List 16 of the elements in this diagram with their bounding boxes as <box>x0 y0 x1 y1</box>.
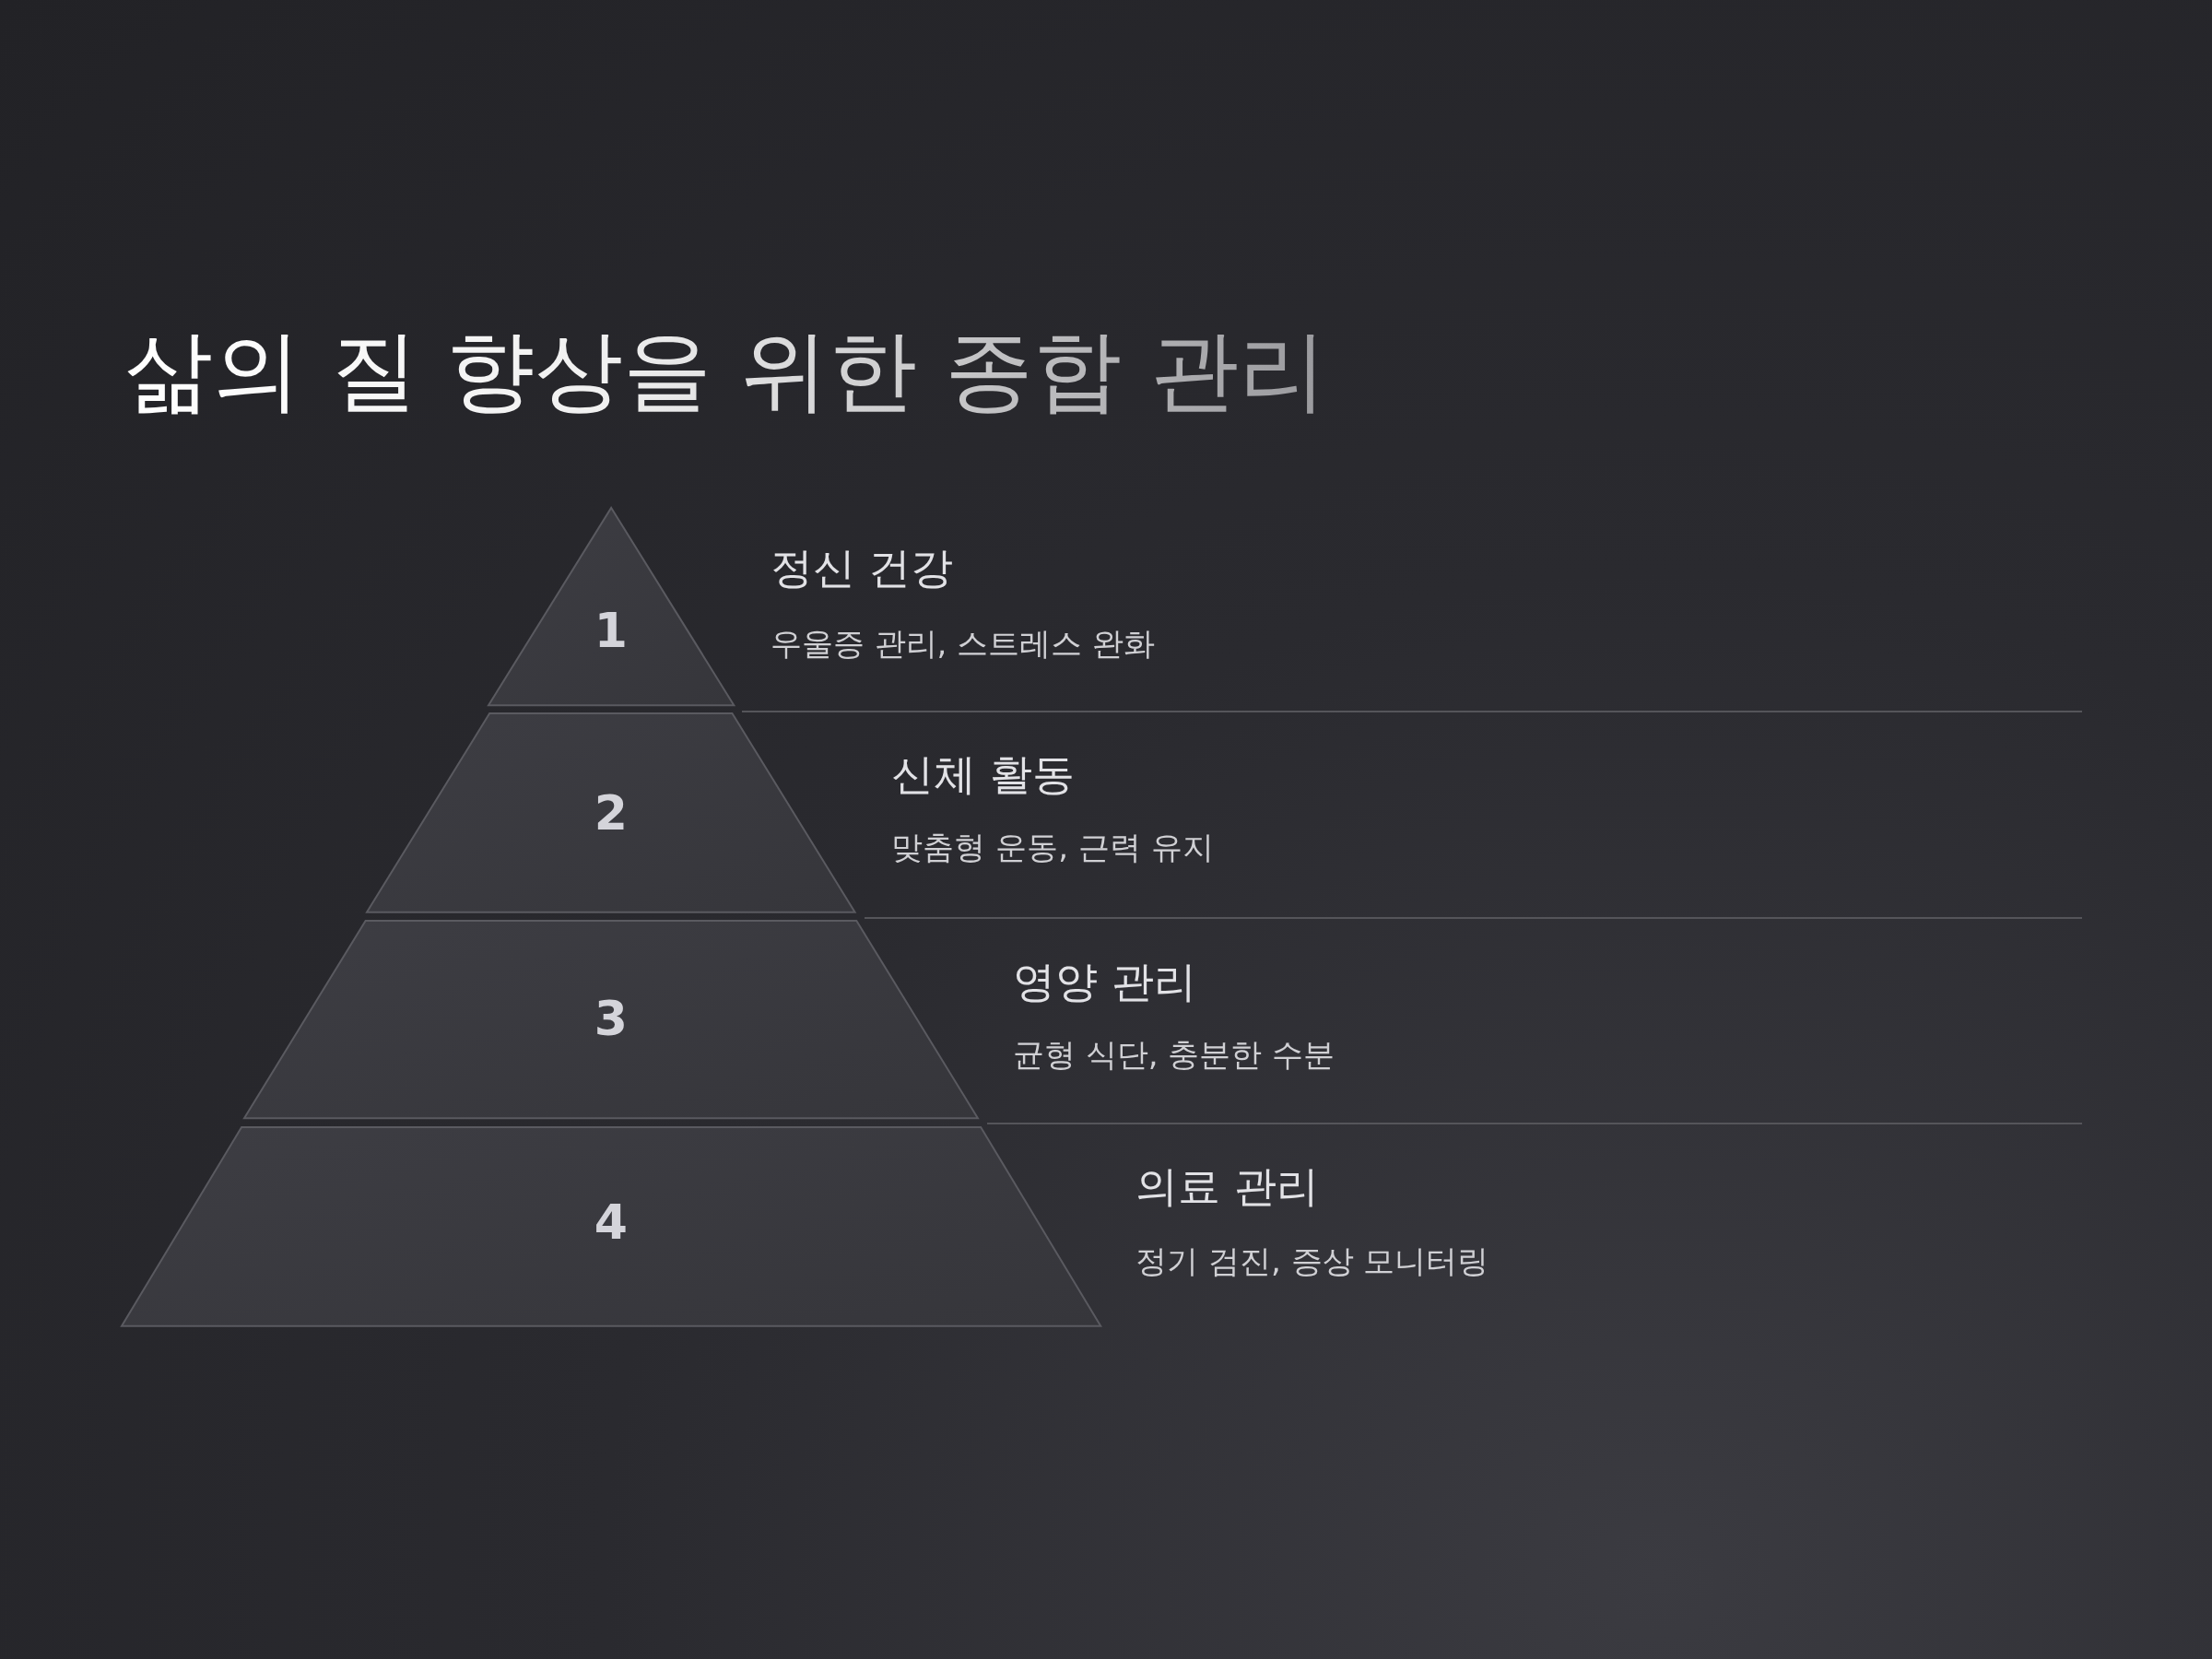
tier-description: 우울증 관리, 스트레스 완화 <box>770 624 1155 663</box>
tier-heading: 영양 관리 <box>1012 956 1196 1007</box>
tier-number: 1 <box>593 606 629 655</box>
tier-description: 정기 검진, 증상 모니터링 <box>1135 1241 1489 1280</box>
tier-number: 4 <box>593 1197 629 1246</box>
tier-number: 3 <box>593 994 629 1043</box>
tier-number: 2 <box>593 788 629 837</box>
pyramid-tier <box>121 1126 1100 1326</box>
tier-heading: 의료 관리 <box>1135 1160 1319 1212</box>
pyramid-tier <box>366 713 855 913</box>
tier-description: 맞춤형 운동, 근력 유지 <box>891 829 1214 867</box>
pyramid-tier <box>488 508 734 706</box>
tier-heading: 정신 건강 <box>770 543 954 594</box>
tier-description: 균형 식단, 충분한 수분 <box>1012 1036 1335 1075</box>
pyramid-tier <box>243 921 978 1119</box>
tier-heading: 신체 활동 <box>891 748 1075 800</box>
